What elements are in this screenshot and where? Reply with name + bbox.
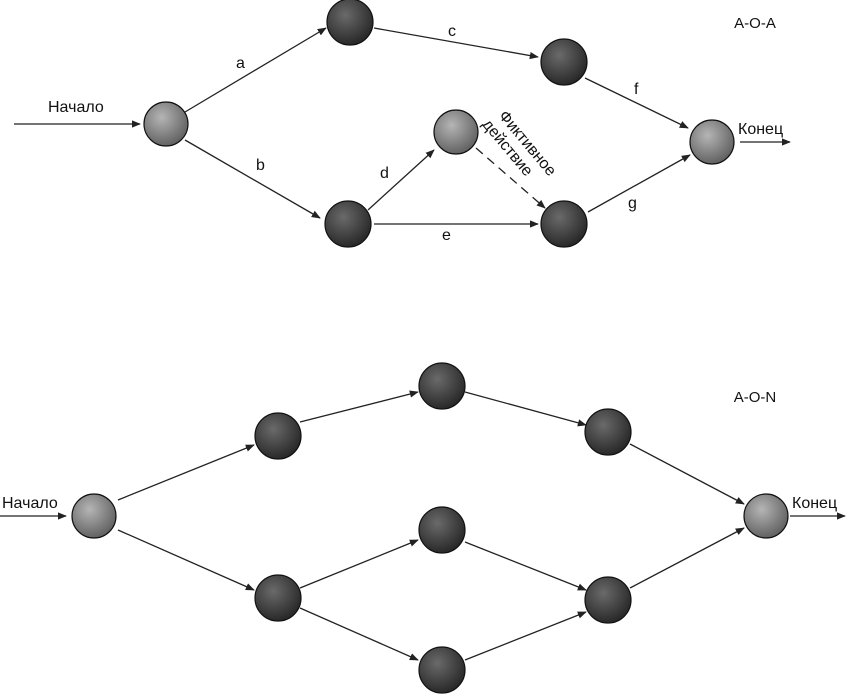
aoa-label-f: f xyxy=(634,81,639,98)
aoa-node-4 xyxy=(324,200,372,248)
aoa-label-g: g xyxy=(628,195,637,212)
aoa-edge-d xyxy=(367,149,435,211)
aon-edge-5 xyxy=(299,607,419,661)
aoa-diagram: A-O-A Начало Конец a b c d e f g Фиктивн… xyxy=(14,0,791,248)
aon-node-end xyxy=(743,493,789,539)
aon-node-5 xyxy=(418,506,466,554)
aoa-node-2 xyxy=(540,38,588,86)
aon-node-3 xyxy=(584,408,632,456)
aoa-label-d: d xyxy=(380,165,389,182)
aoa-label-b: b xyxy=(256,157,265,174)
aon-node-6 xyxy=(584,576,632,624)
aoa-label-a: a xyxy=(236,55,245,72)
aon-edge-4 xyxy=(299,539,419,589)
aoa-edge-g xyxy=(587,154,691,213)
aoa-label-c: c xyxy=(448,23,456,40)
aoa-title: A-O-A xyxy=(734,15,776,32)
aon-edge-7 xyxy=(464,541,587,591)
aon-edge-10 xyxy=(629,527,745,589)
aoa-start-label: Начало xyxy=(48,99,104,116)
aon-edge-2 xyxy=(117,529,255,591)
aoa-edge-c xyxy=(373,27,539,60)
aoa-label-e: e xyxy=(442,227,451,244)
aon-edge-8 xyxy=(464,611,587,661)
aon-node-start xyxy=(71,493,117,539)
aon-node-2 xyxy=(418,362,466,410)
aoa-end-label: Конец xyxy=(738,121,783,138)
aon-node-1 xyxy=(254,412,302,460)
aon-diagram: A-O-N Начало Конец xyxy=(0,362,846,694)
aon-node-4 xyxy=(254,574,302,622)
aoa-edge-b xyxy=(184,139,321,219)
aon-edge-3 xyxy=(299,390,419,423)
aoa-dummy-edge xyxy=(475,147,546,209)
aoa-edge-a xyxy=(184,27,327,113)
aoa-node-start xyxy=(143,101,189,147)
aoa-node-5 xyxy=(540,200,588,248)
aon-edge-1 xyxy=(117,444,255,501)
aoa-node-3 xyxy=(433,109,479,155)
aon-end-label: Конец xyxy=(792,495,837,512)
aon-start-label: Начало xyxy=(2,495,58,512)
aoa-node-end xyxy=(689,119,735,165)
aoa-dummy-label: Фиктивное действие xyxy=(479,108,560,180)
aoa-edge-f xyxy=(584,77,689,129)
aon-node-7 xyxy=(418,646,466,694)
aon-edge-9 xyxy=(629,443,745,505)
aon-edge-6 xyxy=(464,391,587,427)
aon-title: A-O-N xyxy=(734,389,777,406)
aoa-node-1 xyxy=(326,0,374,46)
